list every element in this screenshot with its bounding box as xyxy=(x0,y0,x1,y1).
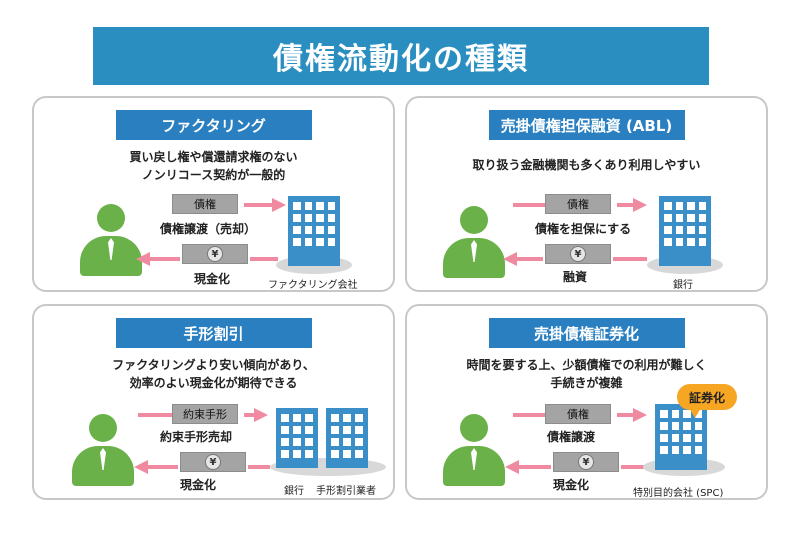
org-label: ファクタリング会社 xyxy=(268,280,358,291)
arrow-right-tail xyxy=(513,408,545,422)
panel-description: ファクタリングより安い傾向があり、 効率のよい現金化が期待できる xyxy=(112,358,315,390)
yen-bill-icon: ¥ xyxy=(180,452,246,472)
arrow-label: 債権譲渡 xyxy=(547,430,596,444)
panel-description: 取り扱う金融機関も多くあり利用しやすい xyxy=(472,158,701,172)
person-icon xyxy=(72,414,136,488)
bank-building-icon xyxy=(276,408,318,468)
org-label: 特別目的会社 (SPC) xyxy=(633,488,724,499)
person-icon xyxy=(80,204,144,278)
panel-title: 手形割引 xyxy=(115,318,312,348)
org-label-2: 手形割引業者 xyxy=(316,486,376,497)
arrow-left-icon xyxy=(503,252,543,266)
arrow-label: 債権を担保にする xyxy=(535,222,632,236)
arrow-left-icon xyxy=(136,252,180,266)
panel-title: ファクタリング xyxy=(115,110,312,140)
arrow-right-tail xyxy=(513,198,545,212)
panel-bill-discount: 手形割引 ファクタリングより安い傾向があり、 効率のよい現金化が期待できる 約束… xyxy=(32,304,395,500)
securitization-bubble: 証券化 xyxy=(677,384,737,418)
panel-description: 時間を要する上、少額債権での利用が難しく 手続きが複雑 xyxy=(466,358,707,390)
panel-title: 売掛債権証券化 xyxy=(488,318,685,348)
promissory-note-icon: 約束手形 xyxy=(172,404,238,424)
money-label: 現金化 xyxy=(194,272,231,286)
arrow-right-icon xyxy=(244,198,286,212)
arrow-right-tail xyxy=(138,408,172,422)
arrow-right-icon xyxy=(617,198,647,212)
yen-bill-icon: ¥ xyxy=(553,452,619,472)
arrow-right-icon xyxy=(617,408,647,422)
arrow-left-icon xyxy=(134,460,178,474)
money-label: 融資 xyxy=(563,270,588,284)
receivable-document-icon: 債権 xyxy=(172,194,238,214)
person-icon xyxy=(443,414,507,488)
arrow-left-tail xyxy=(613,252,647,266)
arrow-left-tail xyxy=(248,460,270,474)
panel-factoring: ファクタリング 買い戻し権や償還請求権のない ノンリコース契約が一般的 債権 債… xyxy=(32,96,395,292)
discount-broker-building-icon xyxy=(326,408,368,468)
org-label: 銀行 xyxy=(284,486,304,497)
arrow-label: 債権譲渡（売却） xyxy=(160,222,257,236)
receivable-document-icon: 債権 xyxy=(545,404,611,424)
panel-securitization: 売掛債権証券化 時間を要する上、少額債権での利用が難しく 手続きが複雑 債権 債… xyxy=(405,304,768,500)
building-icon xyxy=(288,196,340,266)
arrow-left-tail xyxy=(621,460,647,474)
yen-bill-icon: ¥ xyxy=(545,244,611,264)
arrow-left-icon xyxy=(505,460,551,474)
person-icon xyxy=(443,206,507,280)
money-label: 現金化 xyxy=(180,478,217,492)
money-label: 現金化 xyxy=(553,478,590,492)
panel-title: 売掛債権担保融資 (ABL) xyxy=(488,110,685,140)
panel-description: 買い戻し権や償還請求権のない ノンリコース契約が一般的 xyxy=(129,150,298,182)
org-label: 銀行 xyxy=(673,280,693,291)
panel-abl: 売掛債権担保融資 (ABL) 取り扱う金融機関も多くあり利用しやすい 債権 債権… xyxy=(405,96,768,292)
receivable-document-icon: 債権 xyxy=(545,194,611,214)
building-icon xyxy=(659,196,711,266)
arrow-right-icon xyxy=(244,408,268,422)
arrow-label: 約束手形売却 xyxy=(160,430,233,444)
page-title: 債権流動化の種類 xyxy=(93,27,709,85)
yen-bill-icon: ¥ xyxy=(182,244,248,264)
arrow-left-tail xyxy=(250,252,278,266)
